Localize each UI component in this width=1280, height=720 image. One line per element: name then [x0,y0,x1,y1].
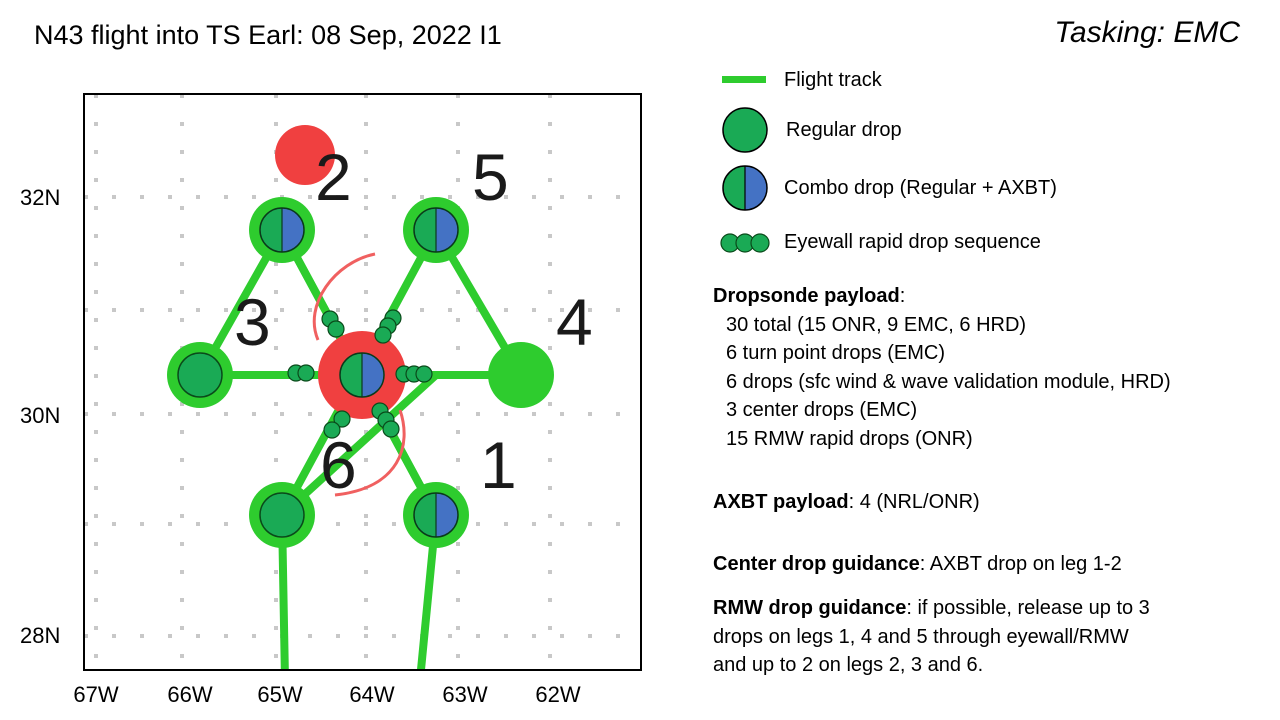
leg-number-4: 4 [556,285,593,359]
legend-label: Eyewall rapid drop sequence [784,230,1041,253]
flight-track-swatch [722,76,766,83]
axbt-payload: AXBT payload: 4 (NRL/ONR) [713,491,980,513]
map-frame [83,93,642,671]
storm-position-marker [275,125,335,185]
leg-number-2: 2 [315,140,352,214]
legend-flight-track: Flight track [720,68,882,92]
grid-lines [84,94,641,670]
leg-number-1: 1 [480,428,517,502]
rmw-drop-guidance: RMW drop guidance: if possible, release … [713,597,1150,676]
payload-line: 30 total (15 ONR, 9 EMC, 6 HRD) [726,313,1027,336]
page-title: N43 flight into TS Earl: 08 Sep, 2022 I1 [34,20,502,50]
longitude-label-65w: 65W [257,682,303,707]
latitude-label-30n: 30N [20,403,61,428]
leg-number-6: 6 [320,428,357,502]
payload-line: 6 drops (sfc wind & wave validation modu… [726,370,1171,393]
combo-drop-swatch [722,165,768,211]
payload-line: 6 turn point drops (EMC) [726,342,945,364]
eyewall-sequence-swatch [720,233,770,253]
rmw-drop-guidance-heading: RMW drop guidance [713,597,907,619]
longitude-label-66w: 66W [167,682,213,707]
combo-drop-marker [413,492,459,538]
center-drop-guidance: Center drop guidance: AXBT drop on leg 1… [713,553,1122,575]
legend-label: Combo drop (Regular + AXBT) [784,176,1057,199]
latitude-label-32n: 32N [20,185,61,210]
dropsonde-payload-heading: Dropsonde payload [713,285,900,307]
tasking-label: Tasking: EMC [1054,16,1240,49]
leg-number-5: 5 [472,140,509,214]
eyewall-rapid-drops [287,309,433,439]
combo-drop-marker [259,207,305,253]
flight-pattern-map: 1 2 3 4 5 6 [83,93,642,671]
leg-number-3: 3 [234,285,271,359]
longitude-label-62w: 62W [535,682,581,707]
combo-drop-marker [413,207,459,253]
regular-drop-swatch [722,107,768,153]
longitude-label-67w: 67W [73,682,119,707]
longitude-label-63w: 63W [442,682,488,707]
legend-eyewall-sequence: Eyewall rapid drop sequence [720,229,1041,255]
legend-combo-drop: Combo drop (Regular + AXBT) [720,164,1057,212]
longitude-label-64w: 64W [349,682,395,707]
legend-label: Flight track [784,68,882,91]
dropsonde-payload-block: Dropsonde payload: 30 total (15 ONR, 9 E… [713,282,1171,453]
latitude-label-28n: 28N [20,623,61,648]
legend-regular-drop: Regular drop [720,106,902,154]
legend-label: Regular drop [786,118,902,141]
axbt-payload-heading: AXBT payload [713,491,849,513]
payload-line: 3 center drops (EMC) [726,399,918,421]
rmw-arc [312,252,406,497]
payload-line: 15 RMW rapid drops (ONR) [726,427,973,450]
center-drop-guidance-heading: Center drop guidance [713,553,920,575]
center-combo-drop-marker [339,352,385,398]
regular-drop-marker [177,352,305,538]
